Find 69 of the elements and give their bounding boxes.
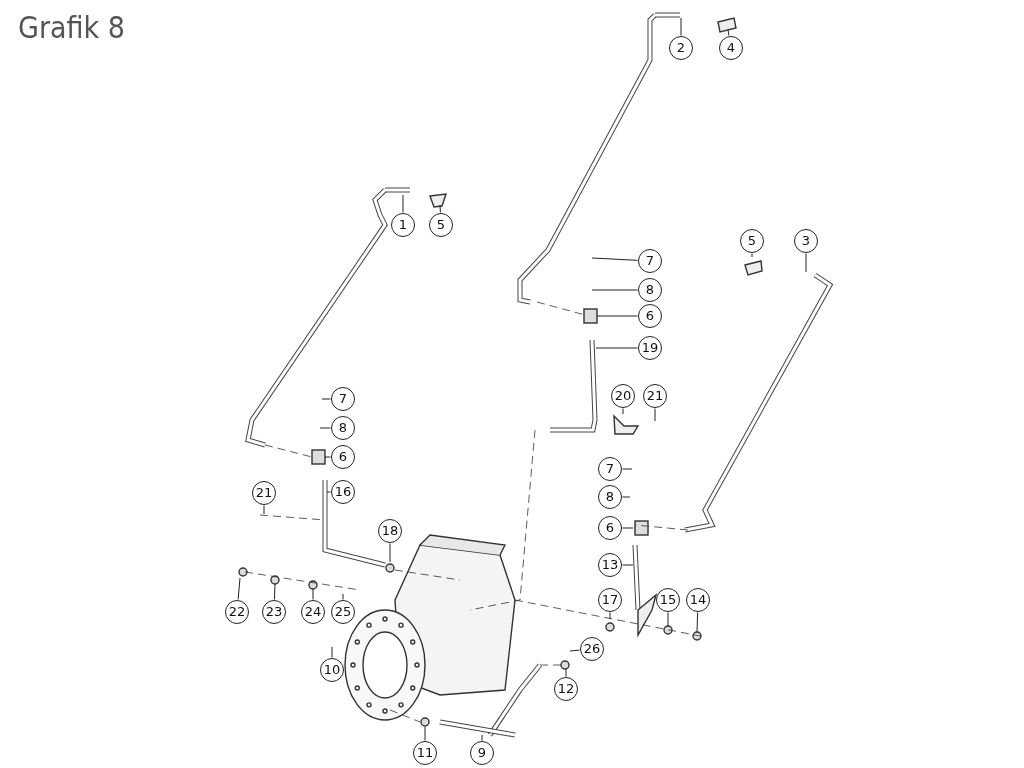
- callout-number: 20: [611, 384, 635, 408]
- leader-line: [591, 257, 638, 261]
- callout-number: 8: [331, 416, 355, 440]
- leader-line: [331, 646, 333, 658]
- callout-number: 9: [470, 741, 494, 765]
- callout-number: 15: [656, 588, 680, 612]
- leader-line: [680, 17, 682, 36]
- leader-line: [805, 253, 807, 273]
- callout-number: 22: [225, 600, 249, 624]
- diagram-title: Grafik 8: [18, 10, 125, 45]
- callout-number: 10: [320, 658, 344, 682]
- callout-number: 11: [413, 741, 437, 765]
- leader-line: [609, 612, 611, 620]
- callout-number: 21: [643, 384, 667, 408]
- leader-line: [596, 315, 638, 317]
- callout-number: 26: [580, 637, 604, 661]
- leader-line: [622, 527, 634, 529]
- callout-number: 7: [638, 249, 662, 273]
- callout-number: 8: [598, 485, 622, 509]
- callout-number: 7: [598, 457, 622, 481]
- leader-line: [622, 496, 631, 498]
- callout-number: 21: [252, 481, 276, 505]
- leader-line: [439, 204, 441, 213]
- leader-line: [622, 564, 634, 566]
- leader-line: [273, 583, 276, 600]
- callout-number: 13: [598, 553, 622, 577]
- leader-line: [569, 649, 581, 652]
- leader-line: [595, 347, 638, 349]
- callout-number: 18: [378, 519, 402, 543]
- leader-line: [342, 593, 344, 600]
- leader-line: [565, 668, 567, 677]
- callout-number: 5: [429, 213, 453, 237]
- leader-line: [319, 427, 331, 429]
- leader-line: [667, 612, 669, 627]
- leader-line: [481, 734, 483, 741]
- callout-number: 2: [669, 36, 693, 60]
- leader-line: [727, 29, 730, 37]
- leader-line: [696, 612, 699, 633]
- callout-number: 7: [331, 387, 355, 411]
- callout-number: 23: [262, 600, 286, 624]
- leader-line: [622, 468, 633, 470]
- leader-line: [237, 577, 241, 601]
- callout-number: 25: [331, 600, 355, 624]
- callout-number: 6: [638, 304, 662, 328]
- callout-number: 3: [794, 229, 818, 253]
- leader-line: [654, 408, 656, 422]
- leader-line: [321, 398, 331, 400]
- callout-number: 19: [638, 336, 662, 360]
- leader-line: [324, 456, 331, 458]
- leader-line: [263, 505, 265, 515]
- callout-number: 12: [554, 677, 578, 701]
- callout-number: 6: [598, 516, 622, 540]
- callout-number: 6: [331, 445, 355, 469]
- callout-number: 17: [598, 588, 622, 612]
- leader-line: [326, 491, 331, 493]
- leader-line: [622, 408, 624, 415]
- callout-number: 24: [301, 600, 325, 624]
- callout-number: 4: [719, 36, 743, 60]
- callout-number: 8: [638, 278, 662, 302]
- callout-number: 16: [331, 480, 355, 504]
- callout-number: 14: [686, 588, 710, 612]
- leader-line: [424, 726, 426, 741]
- callout-number: 5: [740, 229, 764, 253]
- callout-number: 1: [391, 213, 415, 237]
- leader-line: [389, 543, 391, 563]
- leader-line: [402, 194, 404, 213]
- leader-line: [591, 289, 638, 291]
- leader-line: [751, 253, 753, 258]
- leader-line: [312, 588, 314, 600]
